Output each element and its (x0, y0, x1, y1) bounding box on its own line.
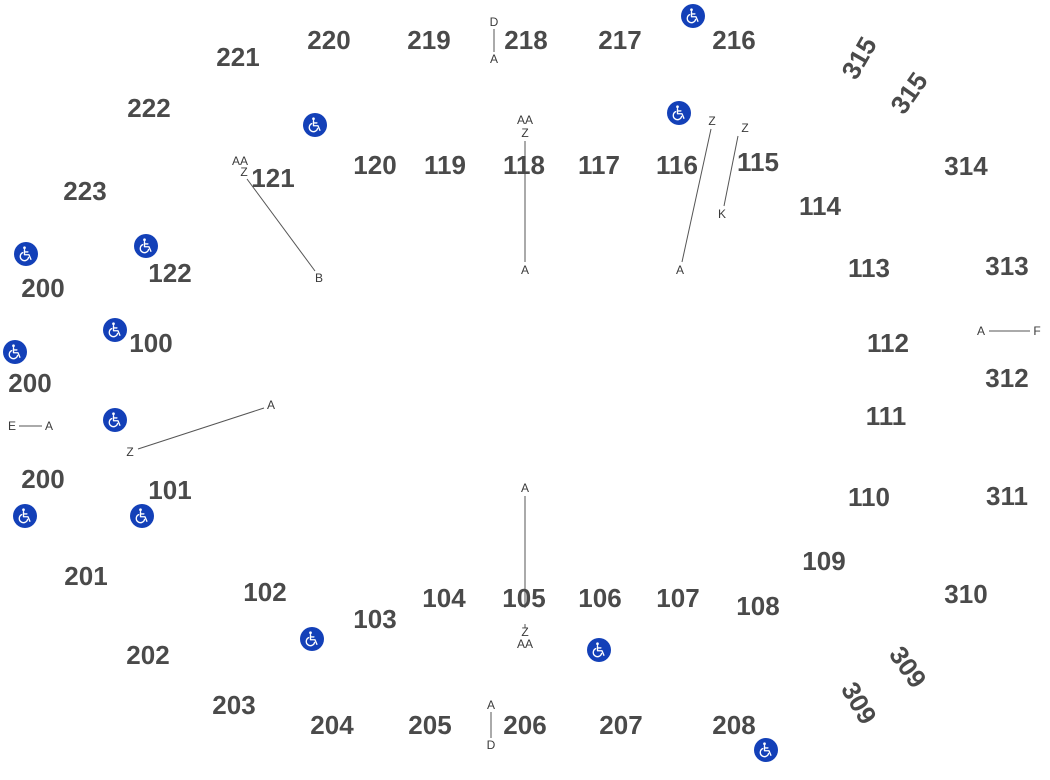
wheelchair-accessible-icon[interactable] (303, 113, 327, 137)
wheelchair-accessible-icon[interactable] (13, 504, 37, 528)
row-label-115-z: Z (741, 121, 749, 135)
row-label-105-z: Z (521, 625, 529, 639)
section-101[interactable]: 101 (148, 475, 192, 505)
section-203[interactable]: 203 (212, 690, 256, 720)
row-label-312-a: A (976, 324, 986, 338)
section-200-top[interactable]: 200 (21, 273, 65, 303)
section-311[interactable]: 311 (986, 481, 1028, 511)
section-200-bottom[interactable]: 200 (21, 464, 65, 494)
section-108[interactable]: 108 (736, 591, 780, 621)
row-label-101-z: Z (126, 445, 134, 459)
section-310[interactable]: 310 (944, 579, 988, 609)
row-label-200-a: A (44, 419, 54, 433)
wheelchair-accessible-icon[interactable] (103, 408, 127, 432)
section-206[interactable]: 206 (503, 710, 547, 740)
section-205[interactable]: 205 (408, 710, 452, 740)
section-219[interactable]: 219 (407, 25, 451, 55)
section-107[interactable]: 107 (656, 583, 700, 613)
section-104[interactable]: 104 (422, 583, 466, 613)
section-115[interactable]: 115 (737, 147, 779, 177)
section-122[interactable]: 122 (148, 258, 192, 288)
row-line-116 (681, 128, 712, 263)
section-201[interactable]: 201 (64, 561, 108, 591)
section-217[interactable]: 217 (598, 25, 642, 55)
wheelchair-accessible-icon[interactable] (587, 638, 611, 662)
section-105[interactable]: 105 (502, 583, 546, 613)
section-119[interactable]: 119 (424, 150, 466, 180)
section-313[interactable]: 313 (985, 251, 1029, 281)
section-314[interactable]: 314 (944, 151, 988, 181)
row-label-218-bottom: A (489, 52, 499, 66)
section-113[interactable]: 113 (848, 253, 890, 283)
section-200-middle[interactable]: 200 (8, 368, 52, 398)
section-117[interactable]: 117 (578, 150, 620, 180)
section-109[interactable]: 109 (802, 546, 846, 576)
section-112[interactable]: 112 (867, 328, 909, 358)
row-line-115 (723, 135, 739, 207)
row-label-105-aa: AA (516, 637, 534, 651)
section-312[interactable]: 312 (985, 363, 1029, 393)
section-118[interactable]: 118 (503, 150, 545, 180)
wheelchair-accessible-icon[interactable] (14, 242, 38, 266)
row-label-200-e: E (7, 419, 17, 433)
row-line-101 (137, 407, 265, 450)
section-223[interactable]: 223 (63, 176, 107, 206)
row-label-118-aa: AA (516, 113, 534, 127)
section-222[interactable]: 222 (127, 93, 171, 123)
section-120[interactable]: 120 (353, 150, 397, 180)
row-label-105-a: A (520, 481, 530, 495)
row-label-206-top: A (486, 698, 496, 712)
section-100[interactable]: 100 (129, 328, 173, 358)
row-label-101-a: A (266, 398, 276, 412)
row-label-121-aa: AA (231, 154, 249, 168)
row-label-116-z: Z (708, 114, 716, 128)
section-221[interactable]: 221 (216, 42, 260, 72)
row-label-312-f: F (1033, 324, 1041, 338)
row-label-116-a: A (675, 263, 685, 277)
wheelchair-accessible-icon[interactable] (130, 504, 154, 528)
row-line-121 (246, 178, 316, 272)
section-220[interactable]: 220 (307, 25, 351, 55)
section-202[interactable]: 202 (126, 640, 170, 670)
section-121[interactable]: 121 (251, 163, 295, 193)
section-207[interactable]: 207 (599, 710, 643, 740)
section-110[interactable]: 110 (848, 482, 890, 512)
wheelchair-accessible-icon[interactable] (3, 340, 27, 364)
section-102[interactable]: 102 (243, 577, 287, 607)
wheelchair-accessible-icon[interactable] (667, 101, 691, 125)
section-114[interactable]: 114 (799, 191, 841, 221)
row-label-115-k: K (717, 207, 727, 221)
row-label-218-top: D (489, 15, 499, 29)
row-label-118-a: A (520, 263, 530, 277)
row-label-121-b: B (314, 271, 324, 285)
section-111[interactable]: 111 (865, 401, 907, 431)
section-216[interactable]: 216 (712, 25, 756, 55)
section-103[interactable]: 103 (353, 604, 397, 634)
row-label-206-bottom: D (486, 738, 496, 752)
wheelchair-accessible-icon[interactable] (134, 234, 158, 258)
wheelchair-accessible-icon[interactable] (300, 627, 324, 651)
section-208[interactable]: 208 (712, 710, 756, 740)
section-116[interactable]: 116 (656, 150, 698, 180)
section-218[interactable]: 218 (504, 25, 548, 55)
section-106[interactable]: 106 (578, 583, 622, 613)
row-label-121-z: Z (240, 165, 248, 179)
section-204[interactable]: 204 (310, 710, 354, 740)
row-label-118-z: Z (521, 126, 529, 140)
wheelchair-accessible-icon[interactable] (681, 4, 705, 28)
wheelchair-accessible-icon[interactable] (754, 738, 778, 762)
wheelchair-accessible-icon[interactable] (103, 318, 127, 342)
